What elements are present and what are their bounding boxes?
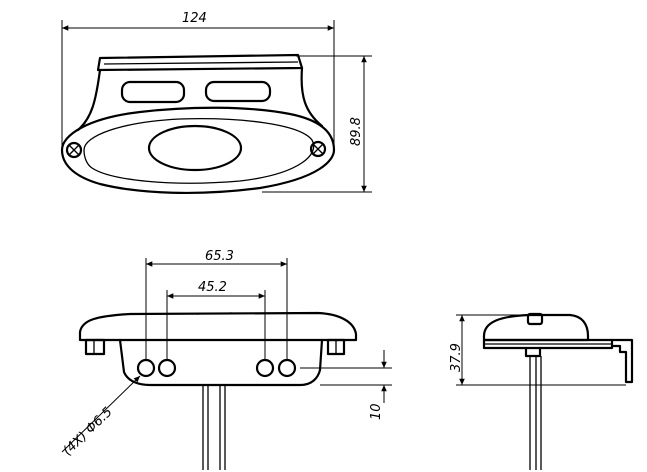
side-view-stem bbox=[524, 346, 542, 358]
hole-callout-label: (4X) Φ6.5 bbox=[60, 405, 115, 459]
top-view-housing bbox=[76, 66, 324, 132]
front-view-wires bbox=[202, 385, 226, 470]
dimension-height-label: 89.8 bbox=[349, 117, 364, 146]
mounting-hole bbox=[136, 358, 156, 378]
mounting-hole bbox=[255, 358, 275, 378]
side-view-cap bbox=[526, 312, 544, 326]
mounting-hole bbox=[157, 358, 177, 378]
top-view-slot-left bbox=[120, 80, 186, 104]
side-view-bracket bbox=[482, 338, 614, 350]
dimension-outer-spacing-label: 65.3 bbox=[205, 249, 234, 264]
top-view: 124 89.8 bbox=[60, 11, 372, 195]
top-view-lens bbox=[147, 124, 243, 172]
front-view-flange bbox=[78, 311, 358, 342]
dimension-outer-spacing: 65.3 bbox=[145, 249, 288, 360]
dimension-offset-label: 10 bbox=[369, 403, 384, 420]
hole-callout: (4X) Φ6.5 bbox=[60, 375, 141, 459]
dimension-width: 124 bbox=[61, 11, 335, 150]
dimension-height: 89.8 bbox=[262, 55, 372, 193]
screw-icon bbox=[309, 140, 327, 158]
dimension-offset: 10 bbox=[300, 350, 392, 420]
dimension-inner-spacing-label: 45.2 bbox=[198, 280, 227, 295]
dimension-side-height: 37.9 bbox=[449, 314, 626, 386]
dimension-inner-spacing: 45.2 bbox=[166, 280, 266, 360]
dimension-side-height-label: 37.9 bbox=[449, 343, 464, 372]
front-view-foot-left bbox=[84, 338, 106, 356]
screw-icon bbox=[65, 141, 83, 159]
side-view: 37.9 bbox=[449, 312, 634, 470]
top-view-inner-ring bbox=[83, 118, 315, 184]
front-view: 65.3 45.2 (4X) Φ6.5 10 bbox=[60, 249, 392, 470]
mounting-hole bbox=[277, 358, 297, 378]
dimension-width-label: 124 bbox=[182, 11, 207, 26]
side-view-clip bbox=[610, 338, 634, 384]
side-view-body bbox=[482, 313, 590, 342]
top-view-slot-right bbox=[204, 80, 272, 103]
top-view-flange bbox=[60, 106, 336, 195]
